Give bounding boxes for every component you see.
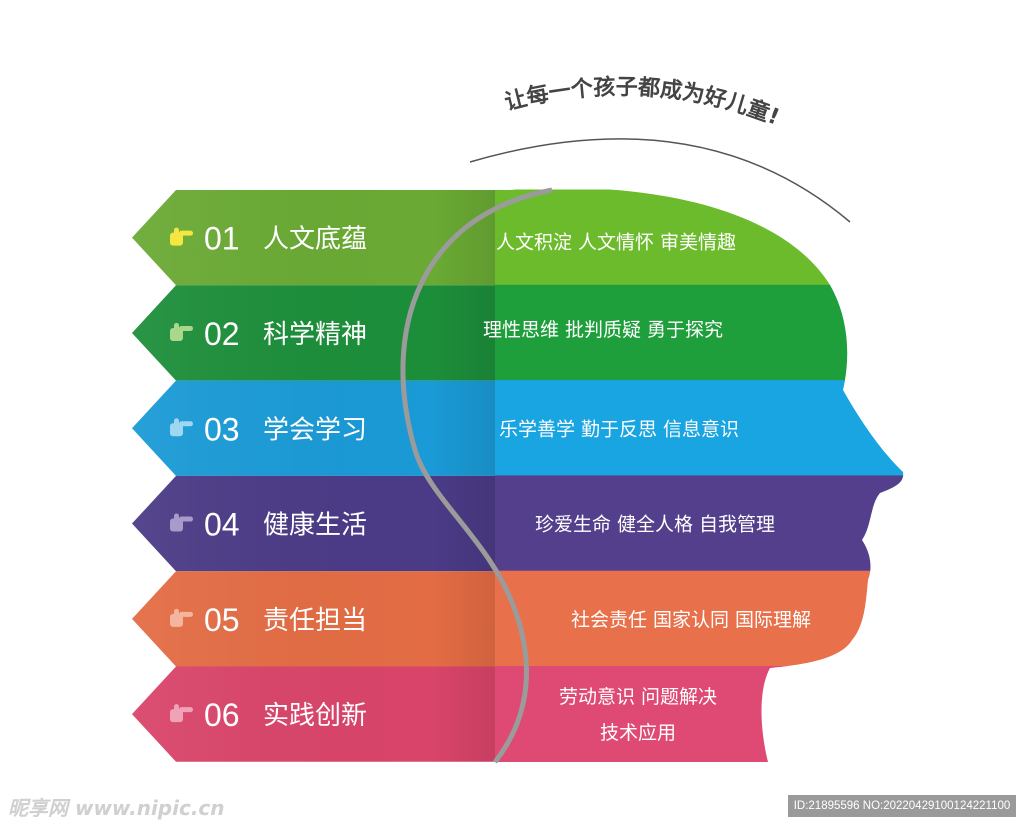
row-desc-02: 理性思维 批判质疑 勇于探究: [483, 319, 723, 341]
row-desc-03: 乐学善学 勤于反思 信息意识: [499, 418, 739, 440]
watermark-right: ID:21895596 NO:20220429100124221100: [788, 795, 1016, 817]
row-number-03: 03: [204, 411, 240, 447]
head-band-05: [495, 570, 904, 667]
slogan-text: 让每一个孩子都成为好儿童!: [502, 74, 782, 130]
row-desc-01: 人文积淀 人文情怀 审美情趣: [496, 232, 736, 254]
band-shade-06: [132, 666, 560, 762]
slogan-textpath: 让每一个孩子都成为好儿童!: [502, 74, 782, 130]
row-title-01: 人文底蕴: [263, 225, 367, 255]
pointing-hand-icon: [170, 322, 193, 341]
pointing-hand-icon: [170, 608, 193, 627]
band-shade-02: [132, 285, 560, 381]
row-number-06: 06: [204, 697, 240, 733]
row-desc-06-line-2: 技术应用: [600, 722, 676, 744]
head-band-02: [495, 284, 904, 382]
pointing-hand-icon: [170, 513, 193, 532]
row-number-04: 04: [204, 507, 240, 543]
category-labels: 01 人文底蕴 人文积淀 人文情怀 审美情趣 02 科学精神 理性思维 批判质疑 勇于探究…: [170, 221, 811, 744]
pointing-hand-icon: [170, 704, 193, 723]
band-shade-03: [132, 380, 560, 476]
band-shade-05: [132, 571, 560, 667]
pointing-hand-icon: [170, 227, 193, 246]
row-title-06: 实践创新: [263, 701, 367, 731]
row-number-01: 01: [204, 221, 240, 257]
row-number-05: 05: [204, 602, 240, 638]
row-number-02: 02: [204, 316, 240, 352]
slogan-arc-line: [469, 138, 851, 223]
head-band-04: [495, 475, 904, 572]
band-shade-04: [132, 475, 560, 572]
row-title-04: 健康生活: [263, 511, 367, 541]
watermark-left: 昵享网 www.nipic.cn: [8, 796, 225, 820]
category-bands: [132, 190, 560, 762]
face-profile-curve: [400, 187, 553, 764]
row-desc-05: 社会责任 国家认同 国际理解: [571, 609, 811, 631]
pointing-hand-icon: [170, 418, 193, 437]
row-desc-04: 珍爱生命 健全人格 自我管理: [535, 514, 775, 536]
head-band-03: [495, 380, 904, 477]
row-title-03: 学会学习: [263, 415, 367, 445]
row-title-05: 责任担当: [263, 606, 367, 636]
row-desc-06-line-1: 劳动意识 问题解决: [559, 686, 717, 708]
row-title-02: 科学精神: [263, 320, 367, 350]
band-shade-01: [132, 190, 560, 286]
